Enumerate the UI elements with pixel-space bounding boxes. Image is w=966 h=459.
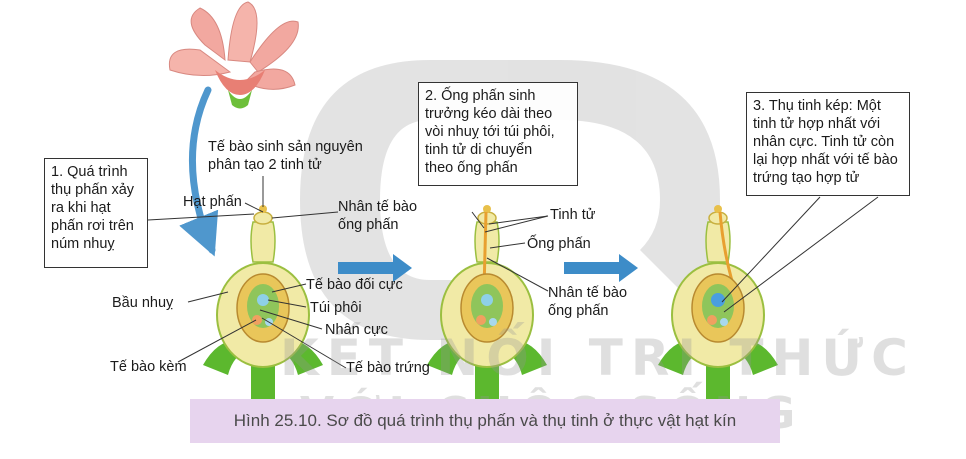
label-te-bao-kem: Tế bào kèm — [110, 359, 187, 375]
step2-box: 2. Ống phấn sinh trưởng kéo dài theo vòi… — [418, 82, 578, 186]
label-nhan-te-bao-ong-phan-2: Nhân tế bào ống phấn — [548, 285, 628, 319]
leader-lines — [147, 176, 879, 369]
watermark-line1: KẾT NỐI TRI THỨC — [280, 322, 916, 387]
label-ong-phan: Ống phấn — [527, 236, 591, 252]
label-nhan-te-bao-ong-phan-1: Nhân tế bào ống phấn — [338, 199, 418, 233]
figure-caption: Hình 25.10. Sơ đồ quá trình thụ phấn và … — [190, 399, 780, 443]
step3-box: 3. Thụ tinh kép: Một tinh tử hợp nhất vớ… — [746, 92, 910, 196]
label-te-bao-doi-cuc: Tế bào đối cực — [306, 277, 403, 293]
pistil-2 — [427, 205, 547, 400]
caption-text: Hình 25.10. Sơ đồ quá trình thụ phấn và … — [233, 411, 737, 430]
pistil-3 — [658, 205, 778, 400]
label-bau-nhuy: Bầu nhuỵ — [112, 295, 174, 311]
label-nhan-cuc: Nhân cực — [325, 322, 388, 338]
label-tui-phoi: Túi phôi — [310, 300, 362, 316]
label-te-bao-trung: Tế bào trứng — [346, 360, 430, 376]
label-sinh-san: Tế bào sinh sản nguyên phân tạo 2 tinh t… — [208, 139, 363, 173]
flower-illustration — [168, 1, 299, 109]
label-tinh-tu: Tinh tử — [550, 207, 596, 223]
step-arrows — [338, 254, 638, 282]
label-hat-phan: Hạt phấn — [183, 194, 242, 210]
step1-box: 1. Quá trình thụ phấn xảy ra khi hạt phấ… — [44, 158, 148, 268]
curved-arrow — [179, 86, 219, 257]
pistil-1 — [203, 205, 323, 400]
